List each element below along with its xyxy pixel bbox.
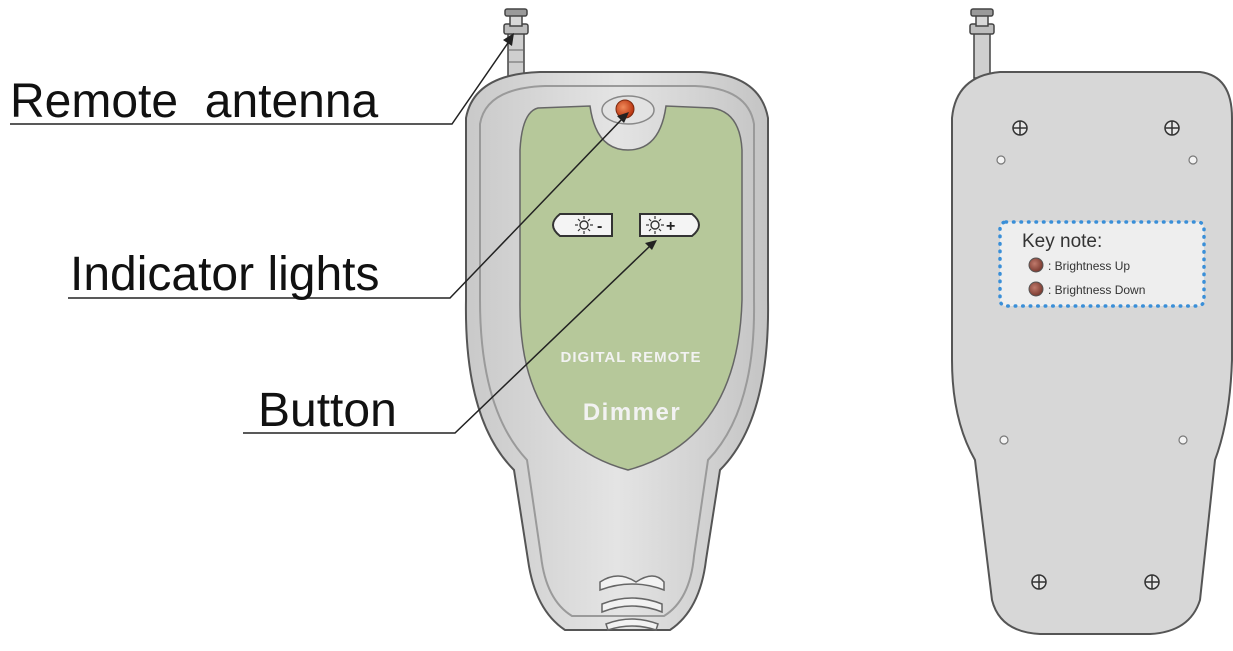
front-remote: - + DIGITAL REMOTE Dimmer <box>464 8 770 631</box>
callout-indicator-lights: Indicator lights <box>70 248 380 301</box>
leader-arrowheads <box>503 33 657 250</box>
indicator-led <box>601 95 655 125</box>
brightness-up-symbol: + <box>666 218 675 235</box>
button-leader <box>243 245 651 434</box>
screw-icon <box>1164 120 1180 136</box>
back-remote: Key note: : Brightness Up : Brightness D… <box>951 8 1233 635</box>
brightness-down-key-dot <box>1028 281 1044 297</box>
front-body-rim <box>479 85 756 617</box>
brightness-down-button[interactable]: - <box>552 213 613 237</box>
screw-icon <box>1144 574 1160 590</box>
speaker-grille <box>599 575 665 631</box>
brand-line-2: Dimmer <box>583 399 681 426</box>
screw-icon <box>1012 120 1028 136</box>
antenna-leader <box>10 39 511 125</box>
front-green-panel <box>519 105 743 471</box>
sun-plus-icon <box>646 216 664 234</box>
screw-icon <box>1031 574 1047 590</box>
mounting-holes <box>996 155 1198 445</box>
back-body-shell <box>951 71 1233 635</box>
sun-minus-icon <box>575 216 593 234</box>
brightness-up-key-dot <box>1028 257 1044 273</box>
brightness-down-symbol: - <box>597 218 602 235</box>
key-note-title: Key note: <box>1022 231 1102 252</box>
brightness-up-button[interactable]: + <box>639 213 700 237</box>
back-antenna <box>969 8 995 79</box>
callout-remote-antenna: Remote antenna <box>10 75 379 128</box>
leader-lines <box>10 39 651 434</box>
key-down-label: : Brightness Down <box>1048 283 1145 297</box>
callout-button: Button <box>258 384 397 437</box>
key-up-label: : Brightness Up <box>1048 259 1130 273</box>
indicator-leader <box>68 117 624 299</box>
brand-line-1: DIGITAL REMOTE <box>561 349 702 366</box>
key-note-sticker: Key note: : Brightness Up : Brightness D… <box>998 220 1206 308</box>
